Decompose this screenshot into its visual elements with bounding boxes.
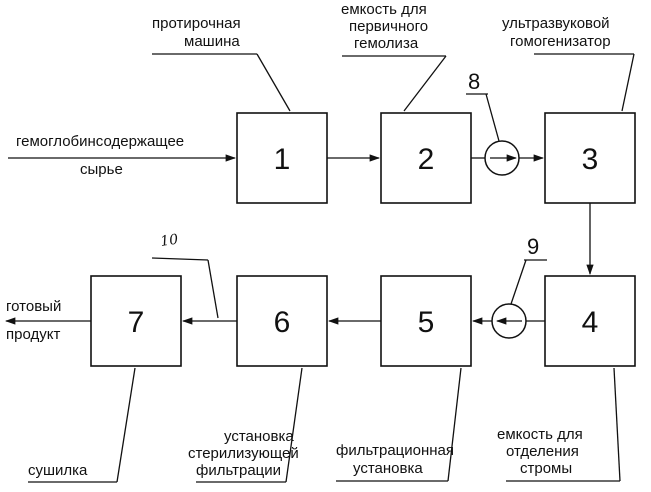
block-2-label-line2: первичного: [349, 18, 428, 35]
block-7-number: 7: [128, 306, 145, 339]
block-1: 1: [237, 113, 327, 203]
block-6-number: 6: [274, 306, 291, 339]
block-1-label-line2: машина: [184, 33, 240, 50]
block-5-label-line2: установка: [353, 460, 423, 477]
pump-9: [492, 304, 526, 338]
block-6: 6: [237, 276, 327, 366]
block-4: 4: [545, 276, 635, 366]
block-3-label-line2: гомогенизатор: [510, 33, 611, 50]
block-5: 5: [381, 276, 471, 366]
block-2-number: 2: [418, 143, 435, 176]
block-3-label-line1: ультразвуковой: [502, 15, 610, 32]
block-4-label-line2: отделения: [506, 443, 579, 460]
block-6-label-line1: установка: [224, 428, 294, 445]
pump-9-ref: 9: [527, 234, 539, 259]
pump-8: [485, 141, 519, 175]
block-5-label-line1: фильтрационная: [336, 442, 454, 459]
block-3: 3: [545, 113, 635, 203]
input-label-line1: гемоглобинсодержащее: [16, 133, 184, 150]
pump-8-ref: 8: [468, 69, 480, 94]
block-6-label-line2: стерилизующей: [188, 445, 299, 462]
filter-ref: 10: [159, 232, 179, 250]
block-2: 2: [381, 113, 471, 203]
output-label-line2: продукт: [6, 326, 60, 343]
block-4-number: 4: [582, 306, 599, 339]
block-6-label-line3: фильтрации: [196, 462, 281, 479]
input-label-line2: сырье: [80, 161, 123, 178]
block-1-label-line1: протирочная: [152, 15, 241, 32]
block-1-number: 1: [274, 143, 291, 176]
block-4-label-line1: емкость для: [497, 426, 583, 443]
block-2-label-line1: емкость для: [341, 1, 427, 18]
block-3-number: 3: [582, 143, 599, 176]
block-5-number: 5: [418, 306, 435, 339]
block-7: 7: [91, 276, 181, 366]
block-4-label-line3: стромы: [520, 460, 572, 477]
output-label-line1: готовый: [6, 298, 61, 315]
block-2-label-line3: гемолиза: [354, 35, 419, 52]
block-7-label-line1: сушилка: [28, 462, 88, 479]
